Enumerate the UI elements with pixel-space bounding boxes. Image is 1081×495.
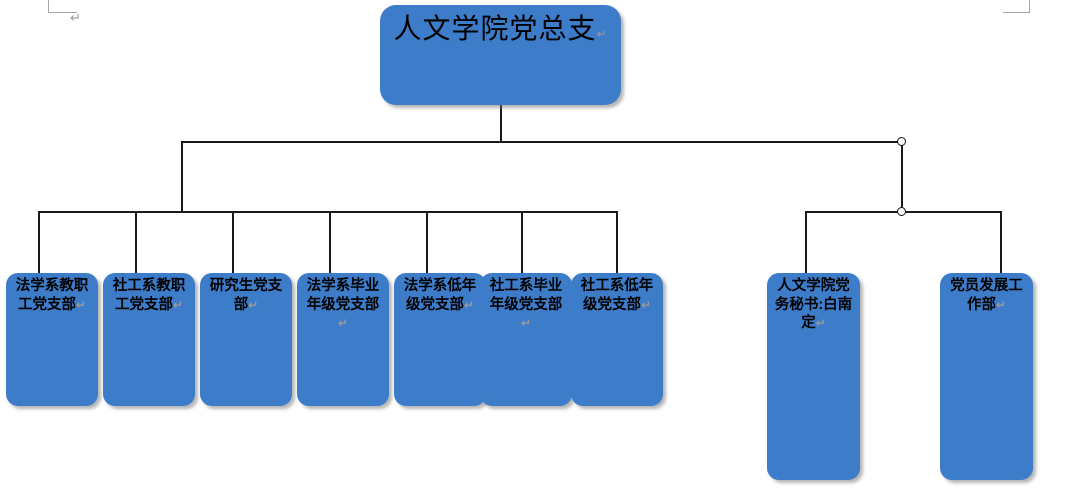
connector-left-drop [181, 141, 183, 213]
node-right-1[interactable]: 人文学院党务秘书:白南定↵ [767, 273, 860, 480]
node-root-label: 人文学院党总支↵ [393, 12, 608, 45]
node-left-7[interactable]: 社工系低年级党支部↵ [571, 273, 663, 406]
connector-drop-8 [805, 211, 807, 273]
connector-drop-4 [329, 211, 331, 273]
node-left-1[interactable]: 法学系教职工党支部↵ [6, 273, 98, 406]
paragraph-mark: ↵ [596, 27, 608, 41]
node-left-7-label: 社工系低年级党支部↵ [580, 278, 654, 313]
connector-drop-9 [1000, 211, 1002, 273]
connector-left-bus [38, 211, 617, 213]
node-left-3-label: 研究生党支部↵ [209, 278, 283, 313]
node-left-2-label: 社工系教职工党支部↵ [112, 278, 186, 313]
node-left-4[interactable]: 法学系毕业年级党支部↵ [297, 273, 389, 406]
paragraph-mark: ↵ [248, 297, 259, 312]
node-left-1-label: 法学系教职工党支部↵ [15, 278, 89, 313]
connector-drop-1 [38, 211, 40, 273]
connector-drop-2 [135, 211, 137, 273]
paragraph-mark: ↵ [640, 297, 652, 312]
node-left-5-label: 法学系低年级党支部↵ [403, 278, 477, 313]
connector-drop-5 [426, 211, 428, 273]
paragraph-mark: ↵ [337, 316, 349, 331]
node-left-2[interactable]: 社工系教职工党支部↵ [103, 273, 195, 406]
page-margin-mark-top-left [48, 0, 77, 13]
page-margin-mark-top-right [1003, 0, 1030, 13]
node-root[interactable]: 人文学院党总支↵ [380, 5, 621, 105]
paragraph-mark: ↵ [70, 11, 81, 26]
node-left-6[interactable]: 社工系毕业年级党支部↵ [480, 273, 572, 406]
paragraph-mark: ↵ [463, 297, 475, 312]
node-right-2[interactable]: 党员发展工作部↵ [940, 273, 1033, 480]
node-left-6-label: 社工系毕业年级党支部↵ [489, 278, 563, 331]
connector-drop-6 [521, 211, 523, 273]
connector-handle-bottom[interactable] [897, 207, 906, 216]
paragraph-mark: ↵ [75, 297, 87, 312]
paragraph-mark: ↵ [172, 297, 184, 312]
connector-right-drop [901, 141, 903, 212]
connector-drop-7 [616, 211, 618, 273]
paragraph-mark: ↵ [995, 297, 1007, 312]
connector-handle-top[interactable] [897, 137, 906, 146]
connector-root-stem [500, 105, 502, 143]
node-right-2-label: 党员发展工作部↵ [950, 278, 1023, 313]
node-left-4-label: 法学系毕业年级党支部↵ [306, 278, 380, 331]
node-right-1-label: 人文学院党务秘书:白南定↵ [774, 278, 853, 332]
node-left-5[interactable]: 法学系低年级党支部↵ [394, 273, 486, 406]
paragraph-mark: ↵ [520, 316, 532, 331]
node-left-3[interactable]: 研究生党支部↵ [200, 273, 292, 406]
paragraph-mark: ↵ [815, 316, 826, 331]
connector-top-bus [181, 141, 904, 143]
connector-drop-3 [232, 211, 234, 273]
